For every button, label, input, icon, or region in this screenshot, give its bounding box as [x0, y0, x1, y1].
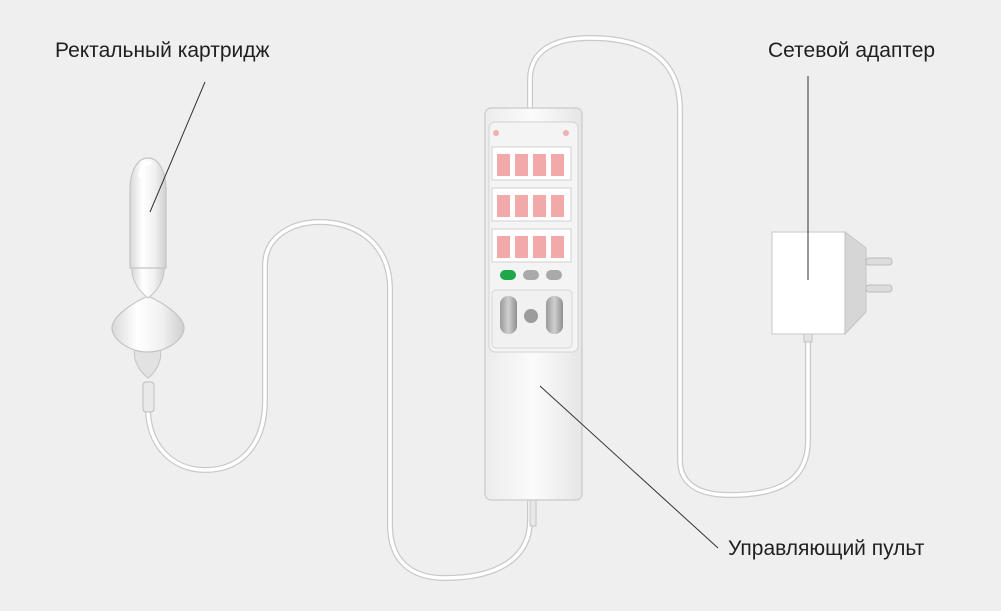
label-control-panel: Управляющий пульт	[728, 537, 925, 560]
cable-cartridge	[145, 218, 533, 582]
display-row-2	[491, 187, 572, 222]
leader-remote	[539, 385, 719, 549]
right-adjust-button	[546, 296, 563, 334]
left-adjust-button	[500, 296, 517, 334]
rectal-probe-icon	[111, 157, 185, 413]
display-row-3	[491, 228, 572, 263]
leader-cartridge	[149, 81, 206, 213]
center-button	[524, 309, 538, 323]
label-rectal-cartridge: Ректальный картридж	[55, 39, 270, 62]
power-plug-icon	[771, 230, 893, 343]
cable-adapter	[527, 34, 811, 499]
indicator-grey-2	[546, 270, 562, 280]
label-network-adapter: Сетевой адаптер	[768, 39, 936, 62]
indicator-green	[500, 270, 516, 280]
indicator-grey-1	[523, 270, 539, 280]
display-row-1	[491, 146, 572, 181]
remote-control-icon	[484, 107, 583, 527]
